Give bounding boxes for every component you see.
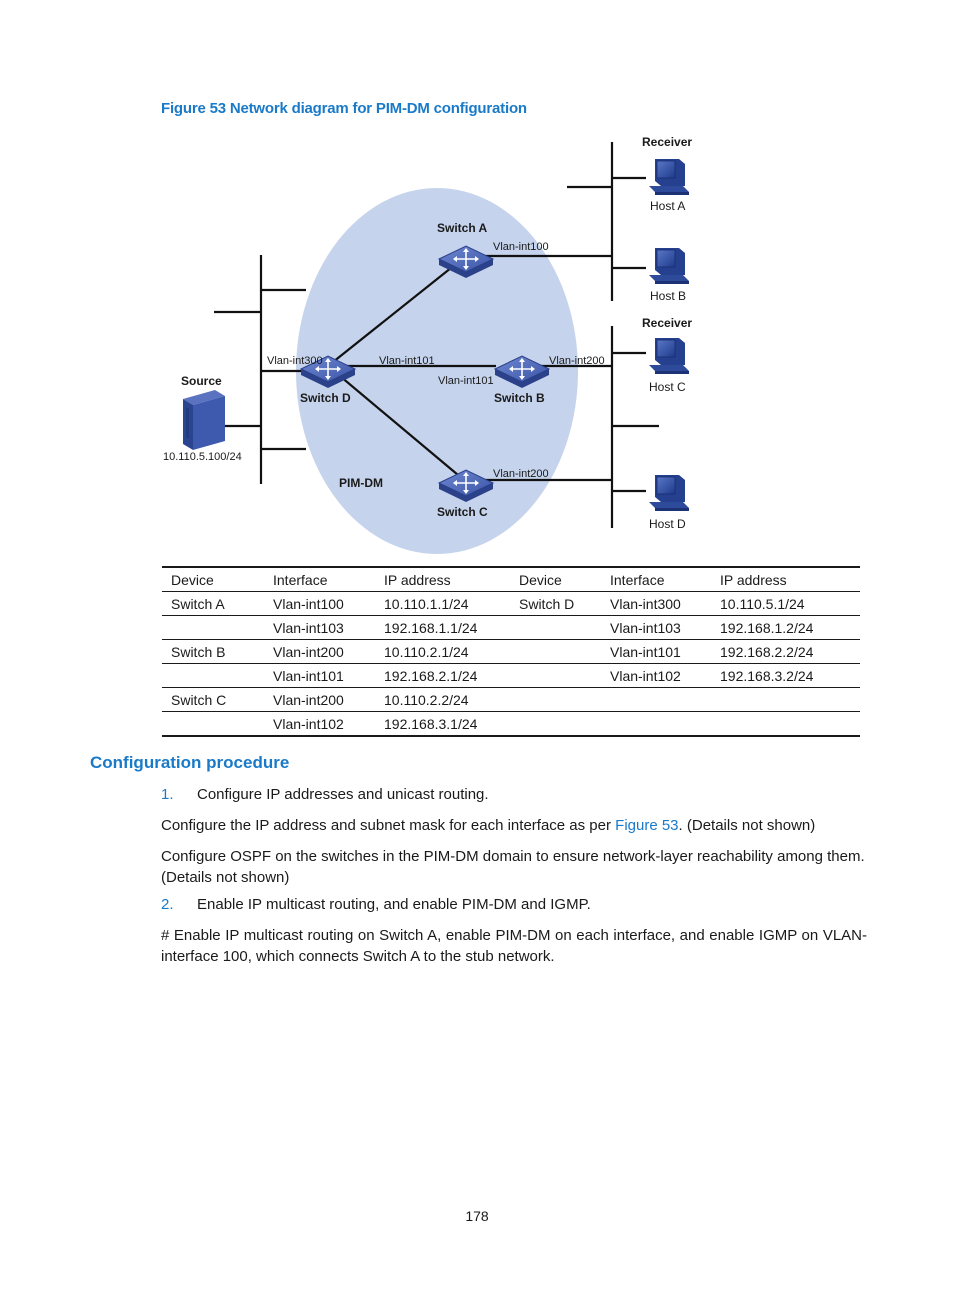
table-cell: Vlan-int103 [610,619,681,636]
step-1-text: Configure IP addresses and unicast routi… [197,786,489,803]
switch-d-label: Switch D [300,391,351,405]
table-cell: Switch C [171,691,227,708]
host-c-label: Host C [649,380,686,394]
receiver-network-lines [567,142,659,528]
page-number: 178 [465,1208,489,1224]
host-a-label: Host A [650,199,685,213]
switch-a-vlan100-label: Vlan-int100 [493,241,549,253]
table-cell: Vlan-int101 [273,667,344,684]
header-interface-1: Interface [273,571,328,588]
table-cell [510,712,601,737]
header-ip-1: IP address [384,571,451,588]
table-cell [162,616,264,640]
host-b-label: Host B [650,289,686,303]
switch-b-vlan200-label: Vlan-int200 [549,355,605,367]
table-cell: 10.110.2.1/24 [384,643,469,660]
table-cell [601,688,711,712]
table-cell: 10.110.1.1/24 [384,595,469,612]
host-d-label: Host D [649,517,686,531]
host-a-icon [648,158,690,196]
pim-dm-label: PIM-DM [339,476,383,490]
table-cell: 192.168.3.2/24 [720,667,814,684]
table-cell: 10.110.2.2/24 [384,691,469,708]
switch-links [327,254,612,482]
table-cell: 10.110.5.1/24 [720,595,805,612]
table-cell: Vlan-int103 [273,619,344,636]
table-cell: 192.168.1.1/24 [384,619,478,636]
table-cell: 192.168.2.2/24 [720,643,814,660]
paragraph-text: Configure the IP address and subnet mask… [161,817,616,834]
ip-address-table: Device Interface IP address Device Inter… [162,566,860,737]
table-row: Switch B Vlan-int200 10.110.2.1/24 Vlan-… [162,640,860,664]
switch-b-label: Switch B [494,391,545,405]
switch-d-vlan300-label: Vlan-int300 [267,355,323,367]
table-header-row: Device Interface IP address Device Inter… [162,567,860,592]
figure-title: Figure 53 Network diagram for PIM-DM con… [161,100,527,117]
table-row: Vlan-int102 192.168.3.1/24 [162,712,860,737]
switch-c-label: Switch C [437,505,488,519]
table-cell [601,712,711,737]
figure-53-link[interactable]: Figure 53 [615,817,679,834]
table-cell: Vlan-int100 [273,595,344,612]
table-cell: Vlan-int102 [610,667,681,684]
table-row: Switch C Vlan-int200 10.110.2.2/24 [162,688,860,712]
table-cell: Vlan-int200 [273,691,344,708]
table-cell [711,712,860,737]
table-cell: Vlan-int102 [273,715,344,732]
paragraph-text: . (Details not shown) [678,817,816,834]
switch-b-vlan101-label: Vlan-int101 [438,375,494,387]
table-row: Switch A Vlan-int100 10.110.1.1/24 Switc… [162,592,860,616]
paragraph-switch-a: # Enable IP multicast routing on Switch … [161,927,867,965]
section-title: Configuration procedure [90,753,290,772]
table-cell: Vlan-int200 [273,643,344,660]
table-cell: Vlan-int300 [610,595,681,612]
source-server-icon [183,390,225,450]
table-cell [510,640,601,664]
table-cell [711,688,860,712]
host-b-icon [648,247,690,285]
receiver-label-1: Receiver [642,135,692,149]
switch-a-label: Switch A [437,221,488,235]
table-row: Vlan-int101 192.168.2.1/24 Vlan-int102 1… [162,664,860,688]
table-cell [510,616,601,640]
table-cell: Switch A [171,595,225,612]
step-2-number: 2. [161,896,174,913]
pim-dm-domain [296,188,578,554]
header-device-2: Device [519,571,562,588]
table-cell: 192.168.3.1/24 [384,715,478,732]
step-1-number: 1. [161,786,174,803]
header-ip-2: IP address [720,571,787,588]
table-cell [510,664,601,688]
table-cell [510,688,601,712]
header-interface-2: Interface [610,571,665,588]
step-1: 1. Configure IP addresses and unicast rou… [161,786,489,803]
paragraph-ip-config: Configure the IP address and subnet mask… [161,815,867,836]
table-row: Vlan-int103 192.168.1.1/24 Vlan-int103 1… [162,616,860,640]
table-cell [162,712,264,737]
source-label: Source [181,374,222,388]
network-diagram: Receiver Receiver Source 10.110.5.100/24… [163,135,692,554]
table-cell: Switch B [171,643,226,660]
host-d-icon [648,474,690,512]
step-2: 2. Enable IP multicast routing, and enabl… [161,896,591,913]
table-cell [162,664,264,688]
table-cell: Switch D [519,595,575,612]
switch-d-vlan101-label: Vlan-int101 [379,355,435,367]
source-ip-label: 10.110.5.100/24 [163,451,242,463]
paragraph-ospf: Configure OSPF on the switches in the PI… [161,848,865,886]
host-c-icon [648,337,690,375]
header-device-1: Device [171,571,214,588]
table-cell: 192.168.1.2/24 [720,619,814,636]
table-cell: Vlan-int101 [610,643,681,660]
step-2-text: Enable IP multicast routing, and enable … [197,896,591,913]
table-cell: 192.168.2.1/24 [384,667,478,684]
receiver-label-2: Receiver [642,316,692,330]
switch-c-vlan200-label: Vlan-int200 [493,468,549,480]
